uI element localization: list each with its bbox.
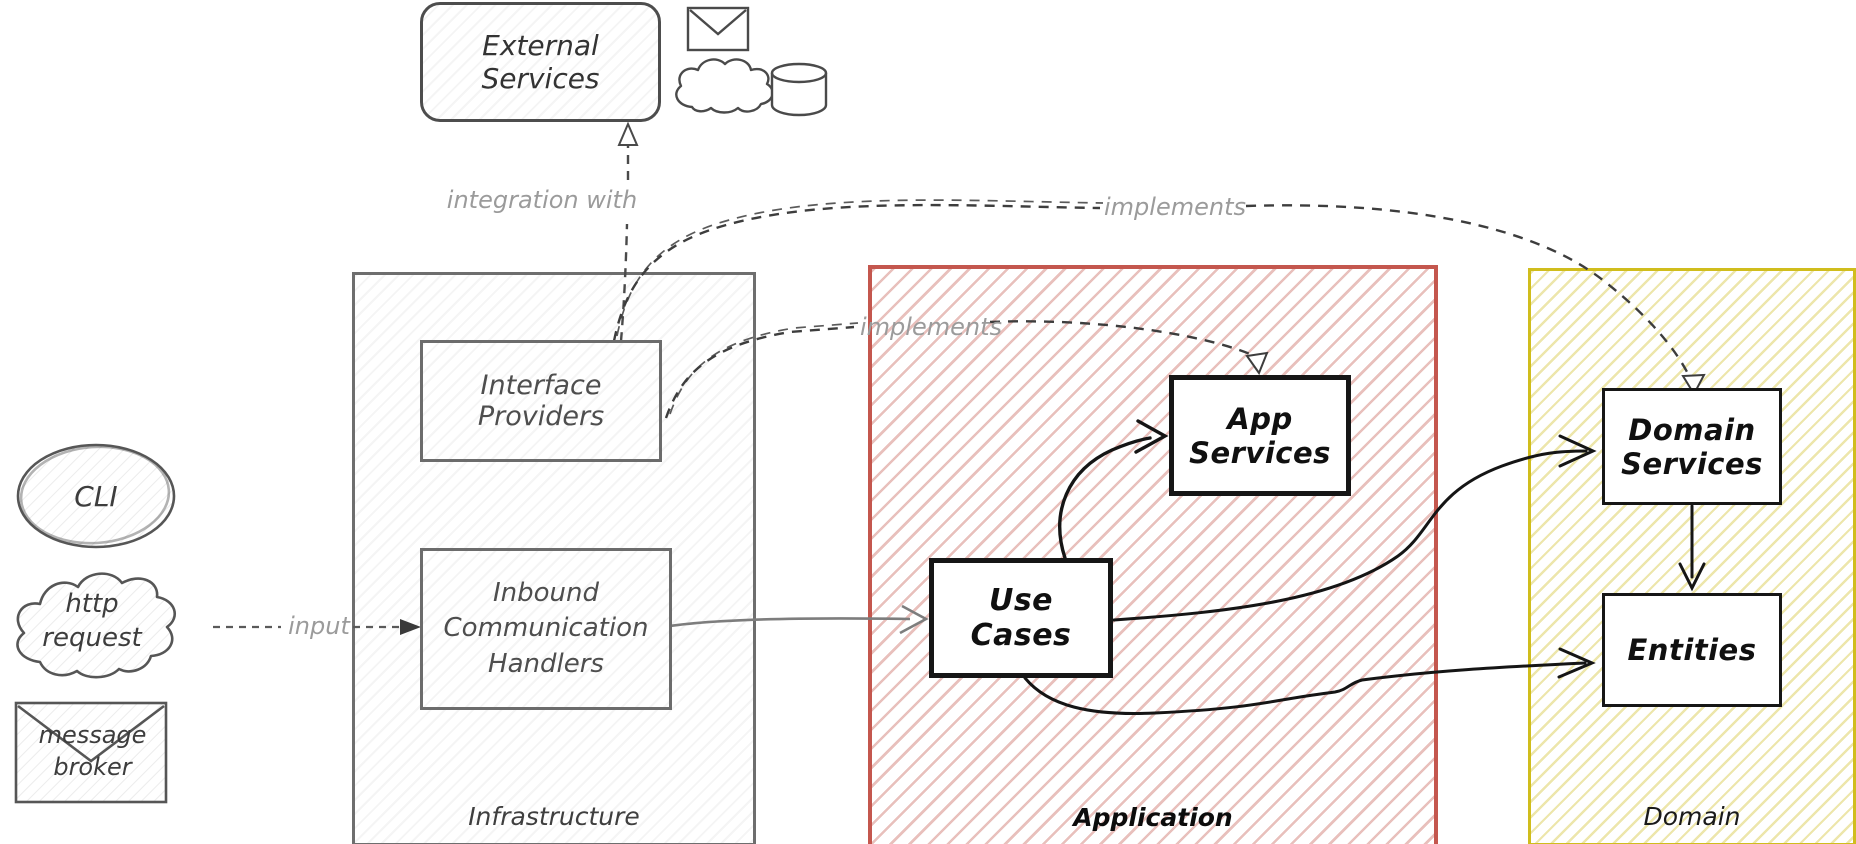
infrastructure-title: Infrastructure [468,802,640,831]
cloud-icon [675,58,774,114]
domain-services-node: Domain Services [1602,388,1782,505]
arrow-integration-with [617,121,639,342]
arrow-use-cases-to-app-services [1058,419,1169,560]
application-title: Application [1073,803,1233,832]
arrow-use-cases-to-entities [1023,647,1596,715]
external-services-node: External Services [420,2,661,122]
arrow-inbound-to-use-cases [657,604,929,635]
message-broker-label: message broker [38,720,147,781]
application-container: Application [868,265,1438,844]
database-icon [770,62,828,117]
message-broker-envelope-shape [14,701,168,804]
envelope-icon [686,6,750,52]
http-request-label: http request [42,589,142,653]
inbound-communication-handlers-node: Inbound Communication Handlers [420,548,672,710]
arrow-implements-app-services [664,320,1269,419]
entities-node: Entities [1602,593,1782,707]
arrow-implements-domain-services [612,199,1706,397]
arrow-domain-services-to-entities [1678,504,1706,592]
implements-app-label: implements [860,313,1002,341]
input-label: input [288,612,350,640]
cli-label: CLI [74,479,118,513]
domain-title: Domain [1643,802,1741,831]
cli-ellipse-shape [16,443,176,549]
implements-domain-label: implements [1104,193,1246,221]
integration-with-label: integration with [446,186,638,214]
interface-providers-node: Interface Providers [420,340,662,462]
app-services-node: App Services [1169,375,1351,496]
use-cases-node: Use Cases [929,558,1113,678]
arrow-input [213,619,421,635]
http-request-cloud-shape [16,572,177,679]
arrow-use-cases-to-domain-services [1112,434,1597,622]
